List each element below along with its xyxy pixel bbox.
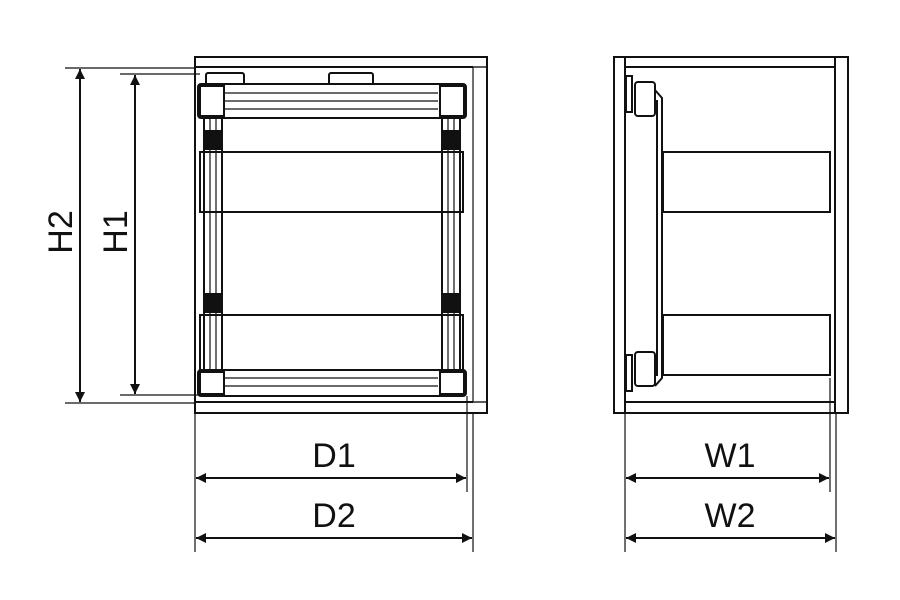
dimension-lines xyxy=(65,67,837,552)
upper-basket-front xyxy=(662,151,831,213)
w1-label: W1 xyxy=(705,437,756,475)
d2-label: D2 xyxy=(312,497,355,535)
front-view-cabinet xyxy=(613,56,849,414)
h2-label: H2 xyxy=(42,210,80,253)
upper-basket xyxy=(199,151,464,213)
w2-label: W2 xyxy=(705,497,756,535)
d1-label: D1 xyxy=(312,437,355,475)
lower-basket xyxy=(199,314,464,376)
lower-basket-front xyxy=(662,314,831,376)
side-view-cabinet xyxy=(194,56,488,414)
h1-label: H1 xyxy=(97,210,135,253)
